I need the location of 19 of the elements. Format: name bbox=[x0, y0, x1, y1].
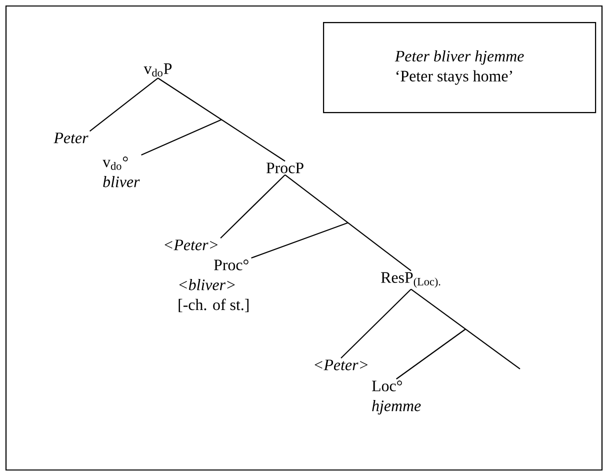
tree-branch bbox=[410, 288, 520, 370]
phrase-label: ProcP bbox=[266, 162, 304, 174]
tree-branch bbox=[284, 174, 412, 272]
trace-label: <Peter> bbox=[164, 240, 218, 250]
tree-branch bbox=[158, 78, 286, 162]
tree-branch bbox=[251, 222, 348, 259]
tree-branch bbox=[340, 288, 412, 359]
example-box: Peter bliver hjemme ‘Peter stays home’ bbox=[323, 22, 596, 114]
head-label: Proc° <bliver> [-ch. of st.] bbox=[178, 260, 249, 312]
tree-branch bbox=[396, 328, 466, 380]
tree-branch bbox=[89, 78, 158, 132]
head-label: Loc° hjemme bbox=[372, 380, 421, 414]
trace-label: <Peter> bbox=[314, 360, 368, 370]
phrase-label: ResP$_{(Loc).}$ bbox=[381, 272, 440, 288]
tree-branch bbox=[220, 174, 286, 239]
head-label: v$_{do}$° bliver bbox=[102, 156, 140, 188]
phrase-label: v$_{do}$P bbox=[144, 63, 172, 77]
tree-branch bbox=[141, 119, 222, 156]
word-label: Peter bbox=[54, 132, 88, 144]
